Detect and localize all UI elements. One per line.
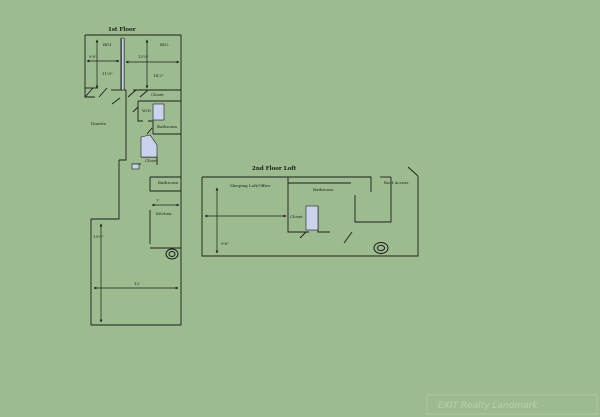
sink-fixture (131, 163, 140, 170)
room-bd2: BD2 (160, 42, 169, 47)
stair-spiral-1 (165, 248, 179, 260)
dim-bd1-w: 9'0" (89, 54, 97, 59)
floor2-dim-lines (204, 187, 287, 254)
dim-bd1-h: 11'6" (102, 71, 113, 76)
room-bath-lower: Bathroom (158, 180, 178, 185)
floor1-walls (84, 34, 182, 326)
floor1-title: 1st Floor (108, 27, 136, 33)
dim-bd2-h: 14'2" (153, 73, 164, 78)
watermark: EXIT Realty Landmark (438, 401, 538, 411)
room-roof-access: Roof Access (384, 180, 408, 185)
stair-spiral-2 (373, 242, 389, 254)
dim-living-h: 19'0" (93, 234, 104, 239)
room-closet2: Closet (145, 158, 158, 163)
wd-fixture (152, 103, 165, 121)
dim-loft-h: 9'6" (221, 241, 229, 246)
floor2-walls (201, 166, 419, 257)
room-bd1: BD1 (103, 42, 112, 47)
room-loft-bath: Bathroom (313, 187, 333, 192)
room-dinette: Dinette (91, 121, 107, 126)
room-closet: Closet (151, 92, 164, 97)
loft-fixture (305, 205, 319, 231)
closet-fixture (121, 37, 125, 91)
room-loft-closet: Closet (290, 214, 303, 219)
room-kitchen: Kitchen (156, 211, 172, 216)
room-bath-upper: Bathroom (157, 124, 177, 129)
dim-kitchen: 7' (156, 198, 160, 203)
dim-bd2-w: 13'0" (138, 54, 149, 59)
room-sleeping-loft: Sleeping Loft/Office (230, 183, 271, 188)
dim-living-w: 12' (134, 281, 140, 286)
room-wd: W/D (142, 108, 151, 113)
tub-fixture (140, 134, 158, 158)
floor1-dim-lines (86, 39, 180, 323)
floor2-title: 2nd Floor Loft (252, 166, 297, 172)
watermark-box (426, 394, 598, 415)
